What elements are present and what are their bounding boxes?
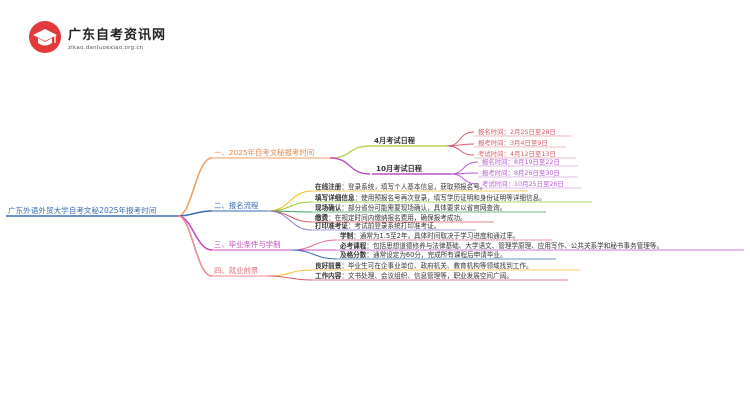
april-item-3: 考试时间：4月12日至13日 [478, 149, 556, 158]
process-item-5: 打印准考证：考试前登录系统打印准考证。 [315, 221, 440, 230]
branch-report-time: 一、2025年自考文秘报考时间 4月考试日程 报名时间：2月25日至28日 报考… [212, 127, 582, 189]
branch-graduation: 三、毕业条件与学制 学制：通常为1.5至2年，具体时间取决于学习进度和通过率。 … [212, 231, 744, 260]
april-item-1: 报名时间：2月25日至28日 [478, 127, 556, 136]
graduation-item-2: 必考课程：包括思想道德修养与法律基础、大学语文、管理学原理、应用写作、公共关系学… [339, 241, 663, 250]
october-item-2: 报考时间：8月26日至30日 [482, 168, 560, 177]
branch-registration-process: 二、报名流程 在线注册：登录系统，填写个人基本信息，获取预报名号。 填写详细信息… [212, 182, 592, 231]
root-node: 广东外语外贸大学自考文秘2025年报考时间 [6, 205, 178, 217]
sub-october-label: 10月考试日程 [376, 164, 423, 173]
process-item-4: 缴费：在规定时间内缴纳报名费用，确保报考成功。 [315, 213, 467, 222]
branch-4-label: 四、就业前景 [214, 266, 258, 275]
branch-employment: 四、就业前景 良好前景：毕业生可在企事业单位、政府机关、教育机构等领域找到工作。… [212, 261, 580, 281]
graduation-cap-icon [29, 21, 61, 53]
branch-3-label: 三、毕业条件与学制 [214, 240, 281, 249]
graduation-item-3: 及格分数：通常设定为60分，完成所有课程后申请毕业。 [340, 250, 507, 259]
sub-april-label: 4月考试日程 [374, 136, 416, 145]
branch-2-label: 二、报名流程 [214, 201, 259, 210]
root-label: 广东外语外贸大学自考文秘2025年报考时间 [8, 205, 156, 215]
graduation-item-1: 学制：通常为1.5至2年，具体时间取决于学习进度和通过率。 [340, 231, 520, 240]
october-item-1: 报名时间：8月19日至22日 [482, 157, 560, 166]
process-item-3: 现场确认：部分省份可能需要现场确认，具体要求以省官网查询。 [315, 203, 506, 212]
process-item-2: 填写详细信息：使用预报名号再次登录，填写学历证明和身份证明等详细信息。 [315, 193, 546, 202]
watermark: 广东自考资讯网 zikao.danluoexiao.org.cn [28, 20, 166, 54]
process-item-1: 在线注册：登录系统，填写个人基本信息，获取预报名号。 [315, 182, 486, 191]
branch-1-label: 一、2025年自考文秘报考时间 [214, 148, 314, 157]
october-item-3: 考试时间：10月25日至26日 [482, 179, 564, 188]
employment-item-1: 良好前景：毕业生可在企事业单位、政府机关、教育机构等领域找到工作。 [315, 261, 533, 270]
site-url: zikao.danluoexiao.org.cn [68, 44, 144, 51]
april-item-2: 报考时间：3月4日至9日 [478, 138, 548, 147]
employment-item-2: 工作内容：文书处理、会议组织、信息管理等，职业发展空间广阔。 [315, 271, 513, 280]
mindmap-links [177, 131, 479, 281]
site-name: 广东自考资讯网 [68, 27, 167, 43]
